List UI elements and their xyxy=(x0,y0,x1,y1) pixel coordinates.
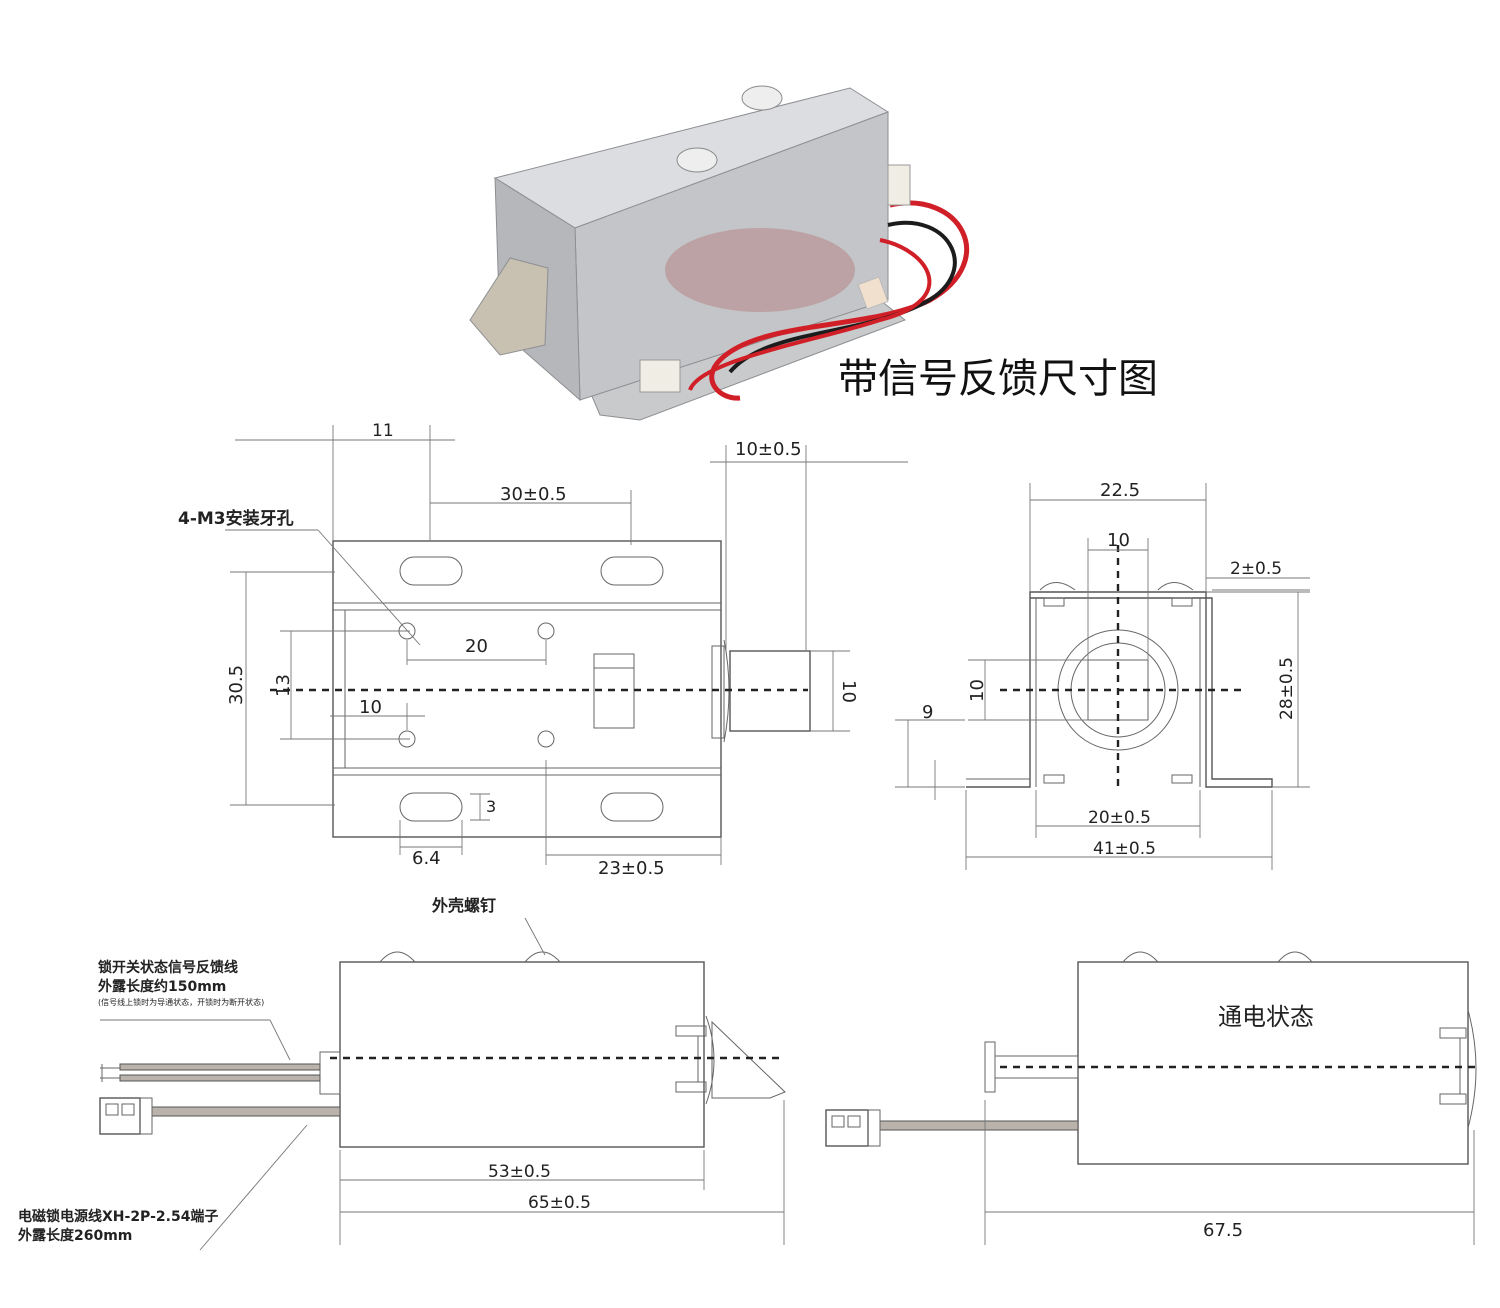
dim-20-05: 20±0.5 xyxy=(1088,808,1151,828)
end-view xyxy=(895,483,1310,870)
dim-23-05: 23±0.5 xyxy=(598,858,665,879)
top-view xyxy=(225,425,908,865)
dim-6-4: 6.4 xyxy=(412,848,441,869)
dim-3: 3 xyxy=(486,797,496,816)
note-energized: 通电状态 xyxy=(1218,1003,1314,1031)
dim-53-05: 53±0.5 xyxy=(488,1162,551,1182)
screw-icon xyxy=(741,85,783,111)
mounting-hole xyxy=(537,622,555,640)
dim-10-d: 10 xyxy=(967,679,988,702)
dim-9: 9 xyxy=(922,702,933,723)
dim-22-5: 22.5 xyxy=(1100,480,1140,501)
note-signal-line-3: (信号线上锁时为导通状态，开锁时为断开状态) xyxy=(98,997,264,1007)
dim-10-05: 10±0.5 xyxy=(735,439,802,460)
mounting-hole xyxy=(537,730,555,748)
dim-10-b: 10 xyxy=(838,680,859,703)
dim-11: 11 xyxy=(372,421,394,441)
dim-13: 13 xyxy=(273,674,294,697)
product-photo xyxy=(469,85,970,421)
dim-30-5: 30.5 xyxy=(226,665,247,705)
dim-41-05: 41±0.5 xyxy=(1093,839,1156,859)
dim-2-05: 2±0.5 xyxy=(1230,559,1282,579)
note-shell-screw: 外壳螺钉 xyxy=(431,896,496,915)
dim-65-05: 65±0.5 xyxy=(528,1193,591,1213)
dim-30-05: 30±0.5 xyxy=(500,484,567,505)
dim-20: 20 xyxy=(465,636,488,657)
note-power-line-2: 外露长度260mm xyxy=(18,1227,132,1244)
screw-icon xyxy=(676,147,718,173)
dim-28-05: 28±0.5 xyxy=(1277,657,1297,720)
dim-10-c: 10 xyxy=(1107,530,1130,551)
label-4-m3: 4-M3安装牙孔 xyxy=(178,508,294,529)
diagram-title: 带信号反馈尺寸图 xyxy=(838,356,1158,402)
note-power-line-1: 电磁锁电源线XH-2P-2.54端子 xyxy=(18,1208,218,1225)
note-signal-line-2: 外露长度约150mm xyxy=(98,978,226,995)
side-view-energized xyxy=(825,951,1480,1245)
note-signal-line-1: 锁开关状态信号反馈线 xyxy=(98,959,238,976)
dim-67-5: 67.5 xyxy=(1203,1220,1243,1241)
dim-10-a: 10 xyxy=(359,697,382,718)
side-view-locked xyxy=(99,917,786,1251)
